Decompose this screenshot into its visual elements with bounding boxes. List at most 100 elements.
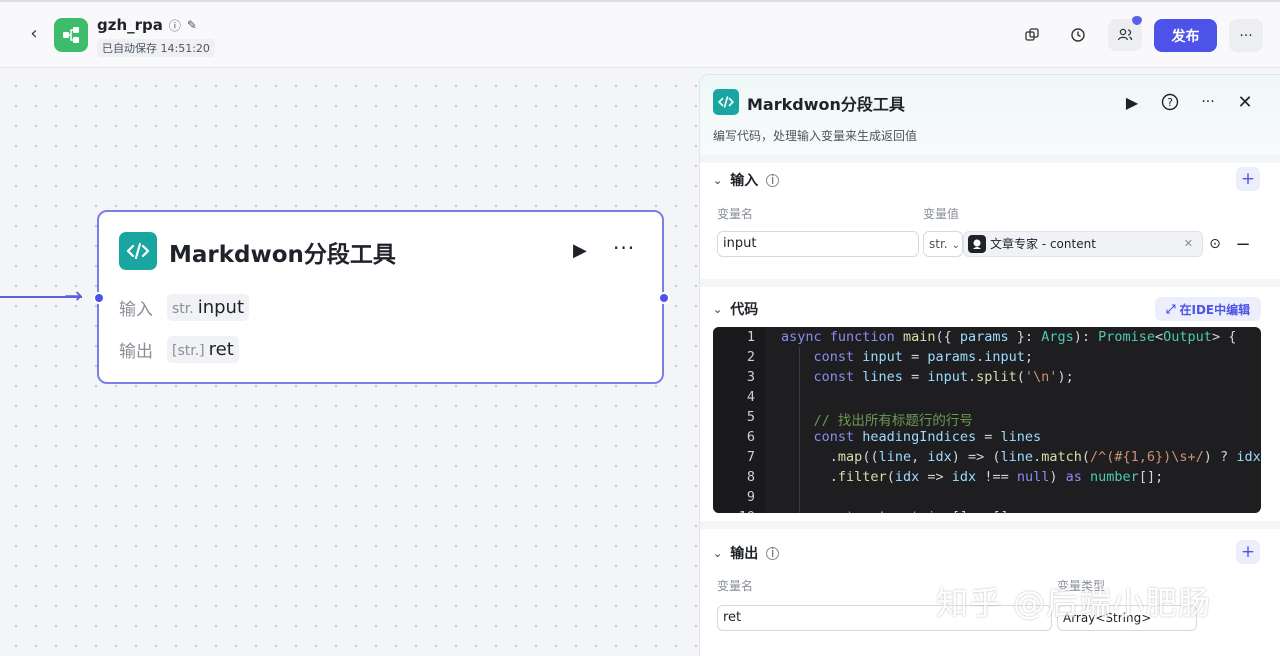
line-number: 10 (713, 509, 755, 513)
node-input-label: 输入 (119, 300, 153, 320)
panel-header (700, 75, 1280, 155)
output-type-select[interactable]: Array<String> (1057, 605, 1197, 631)
indent-guide (799, 347, 800, 513)
watermark: 知乎 @后端小肥肠 (936, 584, 1212, 622)
chevron-down-icon[interactable]: ⌄ (713, 302, 723, 316)
clear-icon[interactable]: ✕ (1183, 237, 1193, 250)
publish-button[interactable]: 发布 (1154, 19, 1217, 52)
autosave-status: 已自动保存 14:51:20 (97, 39, 215, 57)
code-line[interactable]: const ret: string[] = []; (781, 509, 1017, 513)
line-number: 4 (746, 389, 755, 405)
input-source-value: 文章专家 - content (990, 237, 1096, 251)
line-number: 7 (746, 449, 755, 465)
code-section-header[interactable]: ⌄ 代码 (713, 299, 758, 319)
users-icon (1117, 28, 1133, 41)
code-editor[interactable]: 1 async function main({ params }: Args): … (713, 327, 1261, 513)
output-var-name-field[interactable]: ret (717, 605, 1052, 631)
app-name: gzh_rpa ⓘ ✎ (97, 16, 197, 34)
panel-run-icon[interactable]: ▶ (1125, 92, 1139, 112)
target-icon[interactable]: ⊙ (1209, 236, 1221, 252)
node-output-type: [str.] (172, 343, 205, 359)
line-number: 1 (746, 329, 755, 345)
divider (700, 279, 1280, 287)
panel-description: 编写代码，处理输入变量来生成返回值 (713, 129, 918, 143)
incoming-edge (0, 296, 82, 298)
help-icon[interactable]: ? (1157, 89, 1183, 115)
input-type-value: str. (929, 237, 948, 251)
more-options-button[interactable]: ··· (1229, 19, 1263, 52)
node-output-port[interactable] (658, 292, 670, 304)
edit-icon[interactable]: ✎ (186, 18, 197, 32)
divider (700, 521, 1280, 529)
svg-text:?: ? (1167, 96, 1173, 109)
input-type-select[interactable]: str.⌄ (923, 231, 963, 257)
node-input-pill: str. input (167, 294, 250, 321)
edit-in-ide-label: 在IDE中编辑 (1179, 302, 1251, 317)
panel-title: Markdwon分段工具 (747, 95, 905, 114)
code-line[interactable]: const lines = input.split('\n'); (813, 369, 1074, 385)
line-gutter (713, 327, 765, 513)
input-source-field[interactable]: 文章专家 - content ✕ (963, 231, 1203, 257)
line-number: 8 (746, 469, 755, 485)
node-input-row: 输入 str. input (119, 294, 250, 321)
agent-avatar-icon (968, 235, 986, 253)
line-number: 9 (746, 489, 755, 505)
code-line[interactable]: const input = params.input; (813, 349, 1034, 365)
node-config-panel: Markdwon分段工具 编写代码，处理输入变量来生成返回值 ▶ ? ··· ✕… (699, 74, 1280, 656)
history-icon[interactable] (1065, 22, 1091, 48)
edge-arrow-icon: → (64, 284, 83, 309)
code-line[interactable]: // 找出所有标题行的行号 (813, 413, 973, 429)
chevron-down-icon: ⌄ (951, 240, 960, 251)
node-input-name: input (197, 297, 245, 318)
code-node[interactable]: Markdwon分段工具 ▶ ··· 输入 str. input 输出 [str… (97, 210, 664, 384)
info-icon[interactable]: i (766, 546, 780, 560)
code-node-icon (119, 232, 157, 270)
input-var-name-field[interactable]: input (717, 231, 919, 257)
add-input-button[interactable]: + (1236, 167, 1260, 191)
panel-more-icon[interactable]: ··· (1201, 94, 1215, 110)
code-line[interactable]: .filter(idx => idx !== null) as number[]… (829, 469, 1164, 485)
code-section-title: 代码 (730, 302, 759, 318)
close-icon[interactable]: ✕ (1237, 91, 1253, 113)
info-icon[interactable]: i (766, 173, 780, 187)
code-line[interactable]: const headingIndices = lines (813, 429, 1042, 445)
back-arrow-icon[interactable]: ‹ (30, 23, 38, 44)
chevron-down-icon[interactable]: ⌄ (713, 173, 723, 187)
node-input-port[interactable] (93, 292, 105, 304)
node-input-type: str. (172, 301, 194, 317)
run-node-icon[interactable]: ▶ (573, 240, 587, 261)
app-name-text: gzh_rpa (97, 16, 163, 34)
node-output-row: 输出 [str.] ret (119, 336, 239, 363)
node-more-icon[interactable]: ··· (613, 236, 636, 260)
node-output-pill: [str.] ret (167, 336, 239, 363)
line-number: 3 (746, 369, 755, 385)
divider (700, 155, 1280, 163)
copy-icon[interactable] (1019, 22, 1045, 48)
app-logo-icon (54, 18, 88, 52)
remove-input-icon[interactable]: − (1235, 233, 1251, 255)
input-section-header[interactable]: ⌄ 输入 i (713, 170, 780, 190)
output-section-header[interactable]: ⌄ 输出 i (713, 543, 780, 563)
top-bar: ‹ gzh_rpa ⓘ ✎ 已自动保存 14:51:20 发布 ··· (0, 0, 1280, 68)
node-output-name: ret (208, 339, 234, 360)
line-number: 5 (746, 409, 755, 425)
node-output-label: 输出 (119, 342, 153, 362)
code-line[interactable]: async function main({ params }: Args): P… (781, 329, 1237, 345)
output-col-type: 变量类型 (1057, 579, 1106, 593)
expand-icon: ⤢ (1165, 301, 1176, 316)
edit-in-ide-button[interactable]: ⤢ 在IDE中编辑 (1155, 297, 1261, 321)
line-number: 6 (746, 429, 755, 445)
notification-badge-icon (1132, 16, 1142, 25)
chevron-down-icon[interactable]: ⌄ (713, 546, 723, 560)
add-output-button[interactable]: + (1236, 540, 1260, 564)
input-col-value: 变量值 (923, 207, 960, 221)
line-number: 2 (746, 349, 755, 365)
node-title: Markdwon分段工具 (169, 242, 396, 268)
input-section-title: 输入 (730, 173, 759, 189)
info-icon[interactable]: ⓘ (168, 18, 181, 33)
code-line[interactable]: .map((line, idx) => (line.match(/^(#{1,6… (829, 449, 1261, 465)
panel-code-icon (713, 89, 739, 115)
output-section-title: 输出 (730, 546, 759, 562)
input-col-name: 变量名 (717, 207, 754, 221)
output-col-name: 变量名 (717, 579, 754, 593)
